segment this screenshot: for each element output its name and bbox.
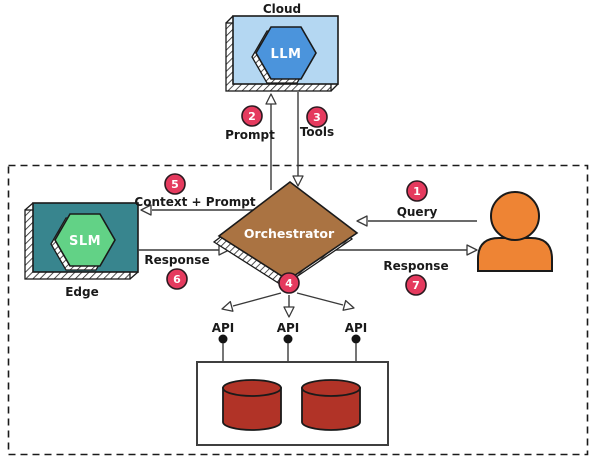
edge-box-edge-line [24, 202, 34, 211]
user-response-flow-label: Response [383, 259, 448, 273]
badge-number: 7 [412, 279, 420, 292]
flow-badge-2: 2 [241, 105, 263, 127]
api-label-left: API [212, 321, 235, 335]
database-icon [222, 379, 282, 431]
badge-circle [278, 272, 300, 294]
cloud-box-edge-line [330, 83, 339, 92]
badge-circle [406, 180, 428, 202]
database-cylinder-body [222, 387, 282, 431]
fanout-right-arrowhead-icon [342, 299, 355, 311]
fanout-left-line [232, 292, 282, 307]
query-flow-label: Query [397, 205, 438, 219]
badge-number: 2 [248, 110, 256, 123]
cloud-box-edge-line [225, 15, 234, 24]
api-dot-icon [283, 334, 293, 344]
edge-zone-label: Edge [65, 285, 99, 299]
badge-circle [241, 105, 263, 127]
query-arrowhead-icon [356, 215, 368, 227]
database-cylinder-top [222, 379, 282, 397]
llm-hexagon-icon [255, 26, 317, 80]
fanout-left-arrowhead-icon [221, 300, 234, 312]
flow-badge-4: 4 [278, 272, 300, 294]
fanout-center-arrowhead-icon [283, 306, 295, 318]
fanout-right-line [296, 292, 344, 306]
badge-number: 1 [413, 185, 421, 198]
api-label-center: API [277, 321, 300, 335]
badge-number: 6 [173, 273, 181, 286]
edge-box: SLM [24, 202, 139, 280]
badge-number: 3 [313, 111, 321, 124]
user-head-icon [490, 191, 540, 241]
user-icon [477, 191, 553, 272]
badge-number: 4 [285, 277, 293, 290]
context-prompt-flow-label: Context + Prompt [134, 195, 255, 209]
flow-badge-6: 6 [166, 268, 188, 290]
cloud-zone-label: Cloud [263, 2, 301, 16]
flow-badge-7: 7 [405, 274, 427, 296]
prompt-arrowhead-icon [265, 93, 277, 105]
flow-badge-3: 3 [306, 106, 328, 128]
orchestrator-node: Orchestrator [212, 180, 359, 287]
edge-box-edge-line [129, 271, 139, 280]
llm-label: LLM [270, 47, 301, 62]
badge-circle [164, 173, 186, 195]
api-dot-icon [218, 334, 228, 344]
badge-circle [166, 268, 188, 290]
database-icon [301, 379, 361, 431]
context-prompt-arrowhead-icon [140, 204, 152, 216]
user-response-arrowhead-icon [466, 244, 478, 256]
flow-badge-1: 1 [406, 180, 428, 202]
badge-circle [405, 274, 427, 296]
database-cylinder-top [301, 379, 361, 397]
prompt-flow-label: Prompt [225, 128, 275, 142]
badge-circle [306, 106, 328, 128]
orchestrator-label: Orchestrator [244, 226, 335, 241]
user-body-icon [477, 237, 553, 272]
flow-badge-5: 5 [164, 173, 186, 195]
database-cylinder-body [301, 387, 361, 431]
slm-hexagon-icon [54, 213, 116, 267]
edge-response-flow-label: Response [144, 253, 209, 267]
tools-flow-label: Tools [300, 125, 334, 139]
tools-arrowhead-icon [292, 175, 304, 187]
api-dot-icon [351, 334, 361, 344]
slm-label: SLM [69, 234, 101, 249]
badge-number: 5 [171, 178, 179, 191]
cloud-box: LLM [225, 15, 339, 92]
api-label-right: API [345, 321, 368, 335]
